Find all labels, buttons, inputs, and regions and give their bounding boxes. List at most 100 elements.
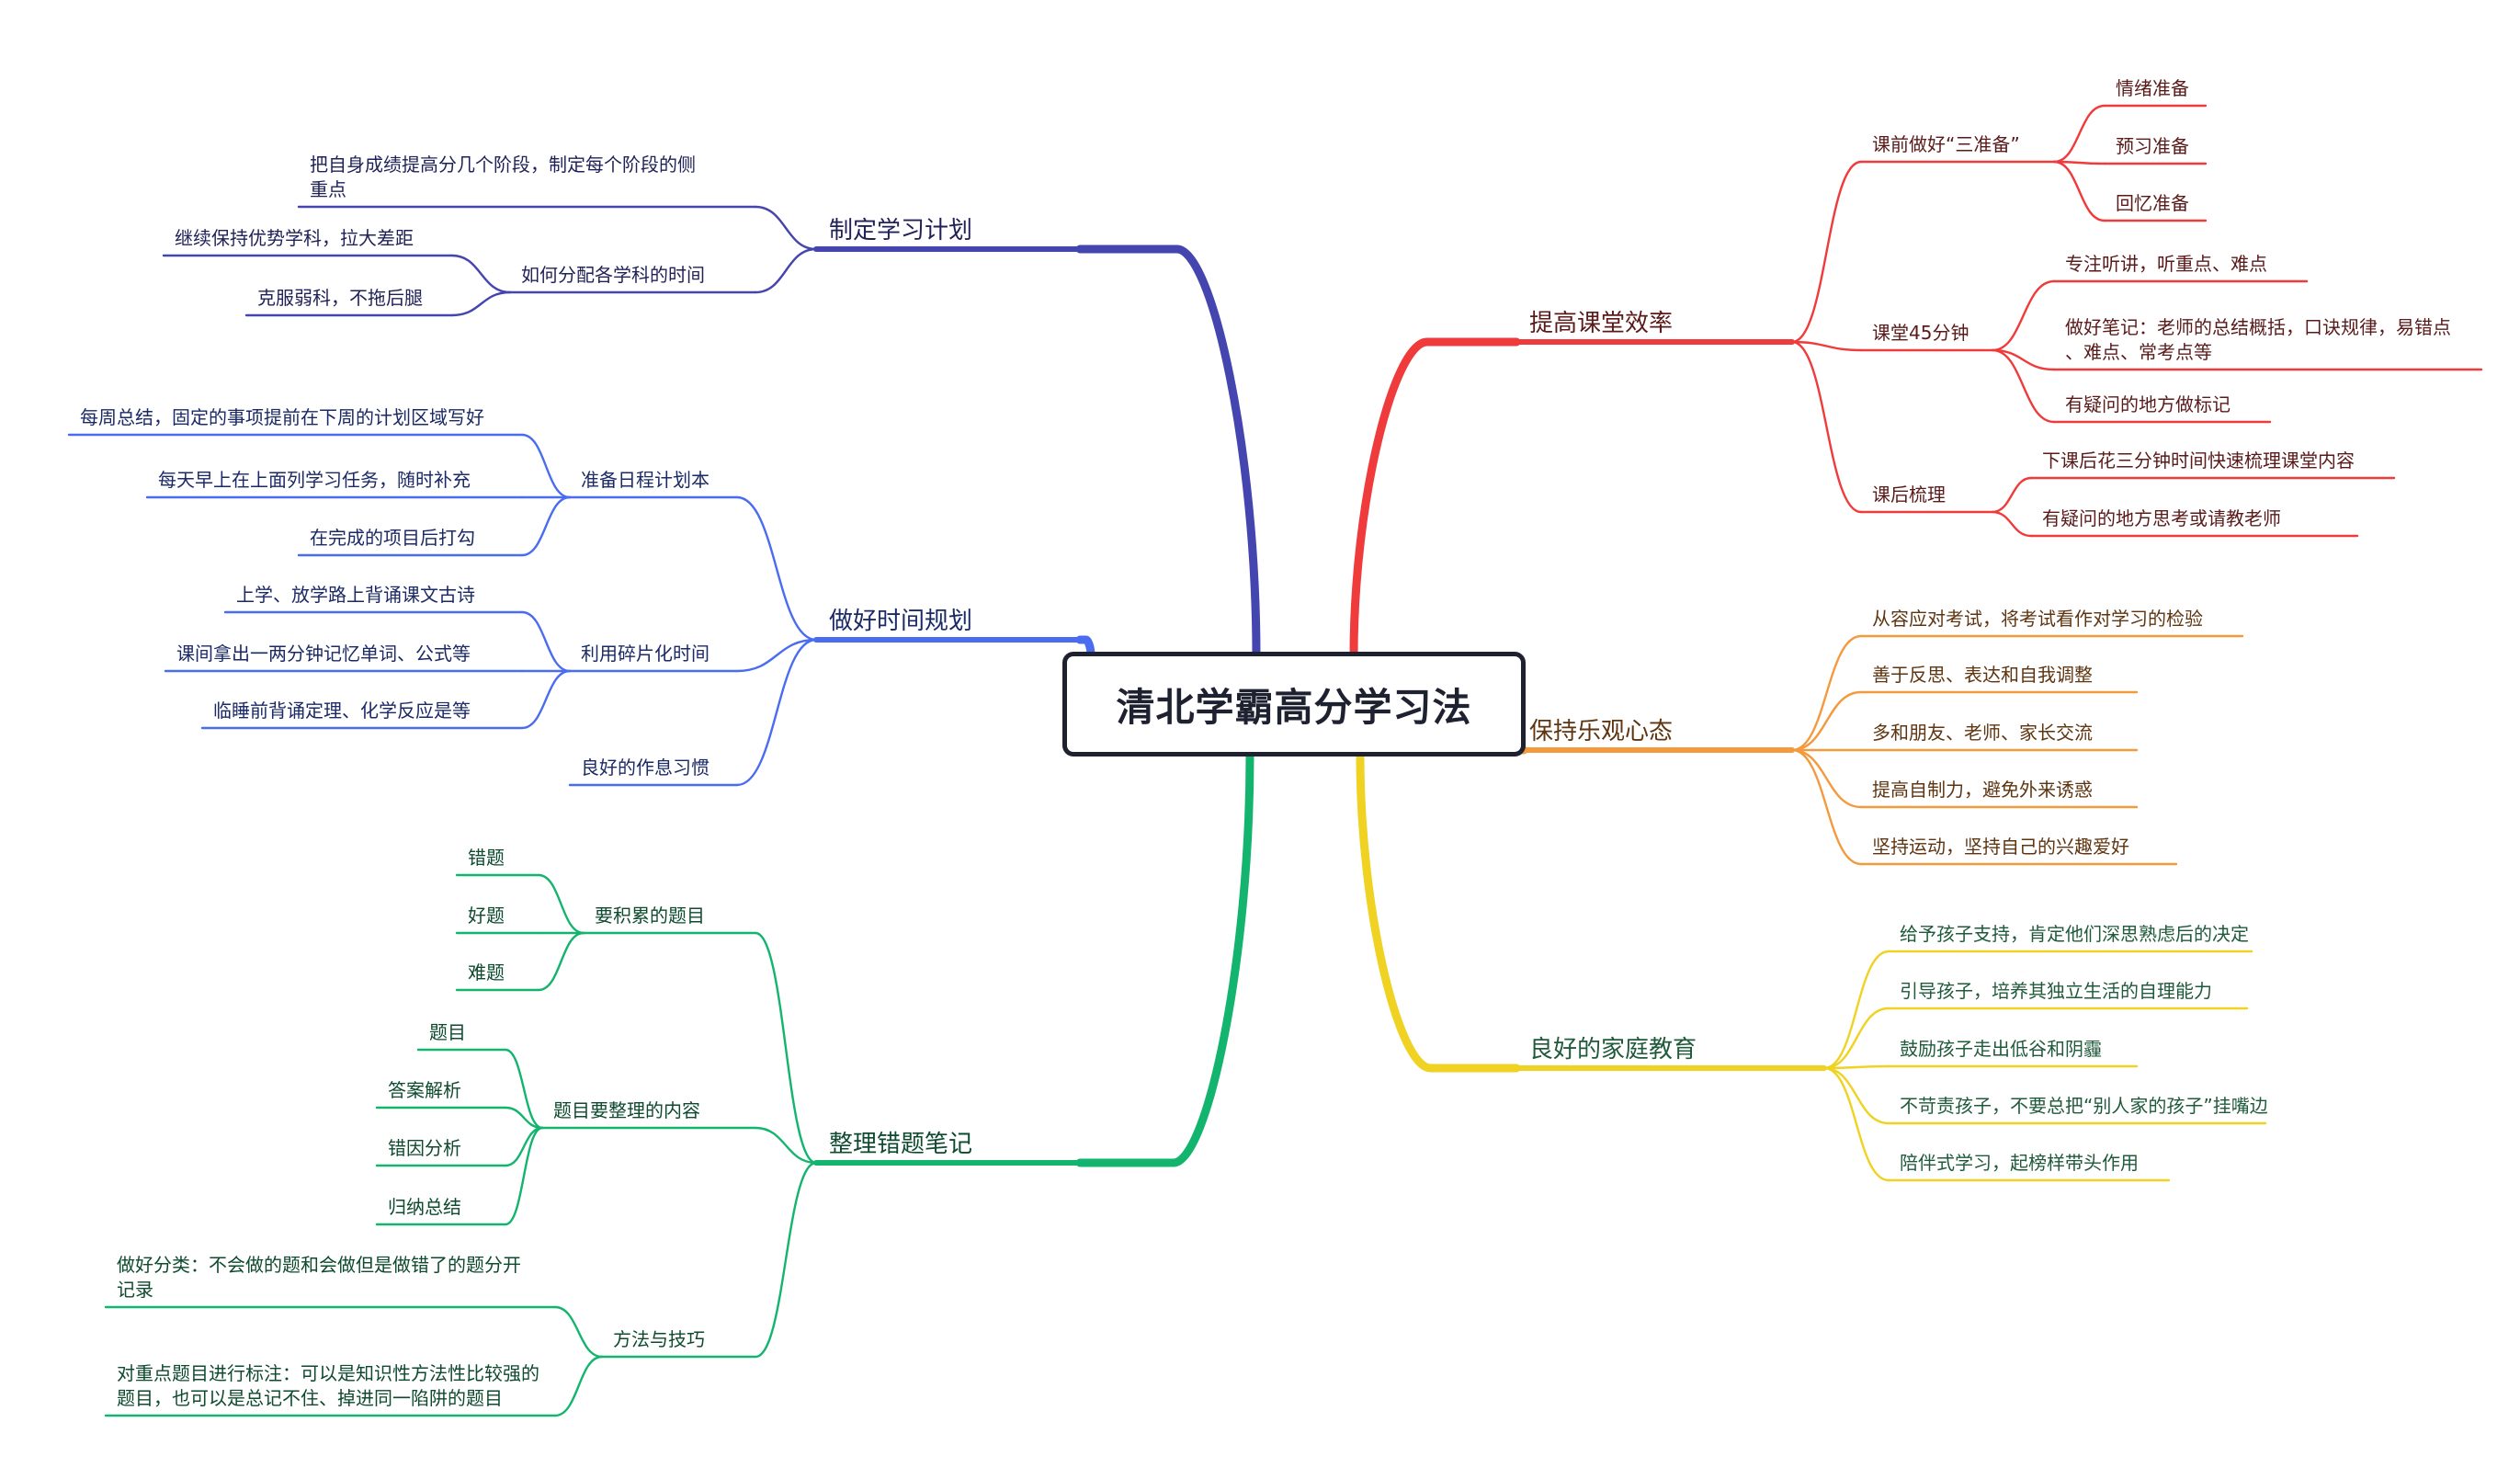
connector — [1790, 634, 1863, 752]
connector — [1822, 1066, 1890, 1125]
subtopic-label[interactable]: 课后梳理 — [1872, 484, 1946, 506]
subtopic-label[interactable]: 难题 — [468, 961, 505, 984]
subtopic-label[interactable]: 做好笔记：老师的总结概括，口诀规律，易错点、难点、常考点等 — [2065, 316, 2451, 363]
subtopic-label[interactable]: 课堂45分钟 — [1872, 322, 1969, 344]
connector — [1991, 348, 2056, 424]
connector — [754, 931, 818, 1165]
connector — [2052, 160, 2106, 222]
subtopic-label[interactable]: 题目要整理的内容 — [553, 1099, 700, 1121]
branch-topic[interactable]: 保持乐观心态 — [1529, 718, 1673, 745]
subtopic-label[interactable]: 有疑问的地方思考或请教老师 — [2042, 507, 2281, 529]
subtopic-label[interactable]: 下课后花三分钟时间快速梳理课堂内容 — [2042, 449, 2355, 472]
subtopic-label[interactable]: 题目 — [429, 1021, 466, 1043]
subtopic-label[interactable]: 坚持运动，坚持自己的兴趣爱好 — [1872, 836, 2129, 858]
connector — [735, 495, 818, 642]
connector — [2052, 104, 2106, 164]
subtopic-label[interactable]: 提高自制力，避免外来诱惑 — [1872, 779, 2093, 801]
subtopic-label[interactable]: 上学、放学路上背诵课文古诗 — [236, 584, 475, 606]
connector — [735, 638, 818, 673]
subtopic-label[interactable]: 良好的作息习惯 — [581, 757, 709, 779]
subtopic-label[interactable]: 继续保持优势学科，拉大差距 — [175, 227, 414, 249]
connector — [450, 254, 512, 294]
subtopic-label[interactable]: 课前做好“三准备” — [1872, 133, 2020, 155]
branch-topic[interactable]: 良好的家庭教育 — [1529, 1036, 1697, 1064]
connector — [1822, 950, 1890, 1070]
connector — [504, 1126, 544, 1226]
main-branch-line — [1356, 751, 1521, 1073]
connector — [553, 1355, 604, 1417]
connector — [1790, 160, 1863, 344]
branch-topic[interactable]: 整理错题笔记 — [829, 1131, 972, 1158]
subtopic-label[interactable]: 错题 — [468, 847, 505, 869]
subtopic-label[interactable]: 如何分配各学科的时间 — [521, 264, 705, 286]
subtopic-label[interactable]: 从容应对考试，将考试看作对学习的检验 — [1872, 608, 2203, 630]
subtopic-label[interactable]: 鼓励孩子走出低谷和阴霾 — [1900, 1038, 2102, 1060]
subtopic-label[interactable]: 专注听讲，听重点、难点 — [2065, 253, 2267, 275]
connector — [504, 1048, 544, 1130]
connector — [504, 1106, 544, 1130]
subtopic-label[interactable]: 临睡前背诵定理、化学反应是等 — [213, 700, 471, 722]
connector — [1822, 1007, 1890, 1070]
subtopic-label[interactable]: 陪伴式学习，起榜样带头作用 — [1900, 1152, 2139, 1174]
subtopic-label[interactable]: 把自身成绩提高分几个阶段，制定每个阶段的侧重点 — [310, 154, 696, 200]
subtopic-label[interactable]: 善于反思、表达和自我调整 — [1872, 664, 2093, 686]
subtopic-label[interactable]: 课间拿出一两分钟记忆单词、公式等 — [176, 643, 471, 665]
connector — [504, 1126, 544, 1167]
main-branch-line — [1075, 245, 1261, 661]
connector — [1790, 748, 1863, 866]
subtopic-label[interactable]: 不苛责孩子，不要总把“别人家的孩子”挂嘴边 — [1900, 1095, 2268, 1117]
subtopic-label[interactable]: 有疑问的地方做标记 — [2065, 393, 2231, 415]
main-branch-line — [1349, 337, 1521, 661]
subtopic-label[interactable]: 答案解析 — [388, 1079, 461, 1101]
connector — [1790, 748, 1863, 809]
subtopic-label[interactable]: 准备日程计划本 — [581, 469, 709, 491]
subtopic-label[interactable]: 回忆准备 — [2116, 192, 2189, 214]
connector — [537, 931, 585, 992]
connector — [1822, 1064, 1890, 1070]
central-topic-title: 清北学霸高分学习法 — [1116, 684, 1472, 730]
subtopic-label[interactable]: 每天早上在上面列学习任务，随时补充 — [158, 469, 471, 491]
subtopic-label[interactable]: 对重点题目进行标注：可以是知识性方法性比较强的题目，也可以是总记不住、掉进同一陷… — [117, 1362, 539, 1409]
main-branch-line — [1075, 751, 1254, 1167]
subtopic-label[interactable]: 克服弱科，不拖后腿 — [257, 287, 423, 309]
subtopic-label[interactable]: 情绪准备 — [2116, 77, 2189, 99]
connector — [1790, 340, 1863, 514]
connector — [754, 247, 818, 294]
subtopic-label[interactable]: 给予孩子支持，肯定他们深思熟虑后的决定 — [1900, 923, 2249, 945]
central-topic[interactable]: 清北学霸高分学习法 — [1062, 652, 1526, 757]
subtopic-label[interactable]: 要积累的题目 — [595, 904, 705, 927]
connector — [520, 495, 572, 557]
subtopic-label[interactable]: 错因分析 — [388, 1137, 461, 1159]
subtopic-label[interactable]: 好题 — [468, 904, 505, 927]
connector — [537, 873, 585, 935]
subtopic-label[interactable]: 预习准备 — [2116, 135, 2189, 157]
connector — [754, 1126, 818, 1165]
connector — [553, 1305, 604, 1359]
connector — [1991, 510, 2033, 538]
connector — [1822, 1066, 1890, 1182]
subtopic-label[interactable]: 归纳总结 — [388, 1196, 461, 1218]
subtopic-label[interactable]: 做好分类：不会做的题和会做但是做错了的题分开记录 — [117, 1254, 521, 1301]
connector — [1790, 690, 1863, 752]
subtopic-label[interactable]: 引导孩子，培养其独立生活的自理能力 — [1900, 980, 2212, 1002]
connector — [1991, 279, 2056, 352]
connector — [1790, 340, 1863, 352]
subtopic-label[interactable]: 多和朋友、老师、家长交流 — [1872, 722, 2093, 744]
connector — [520, 433, 572, 499]
subtopic-label[interactable]: 每周总结，固定的事项提前在下周的计划区域写好 — [80, 406, 484, 428]
branch-topic[interactable]: 提高课堂效率 — [1529, 310, 1673, 337]
connector — [1991, 348, 2056, 371]
subtopic-label[interactable]: 在完成的项目后打勾 — [310, 527, 475, 549]
branch-topic[interactable]: 制定学习计划 — [829, 217, 972, 245]
connector — [450, 290, 512, 317]
connector — [754, 1161, 818, 1359]
subtopic-label[interactable]: 方法与技巧 — [613, 1328, 705, 1350]
connector — [520, 610, 572, 673]
branch-topic[interactable]: 做好时间规划 — [829, 608, 972, 635]
subtopic-label[interactable]: 利用碎片化时间 — [581, 643, 709, 665]
connector — [754, 205, 818, 251]
connector — [1991, 476, 2033, 514]
connector — [520, 669, 572, 730]
